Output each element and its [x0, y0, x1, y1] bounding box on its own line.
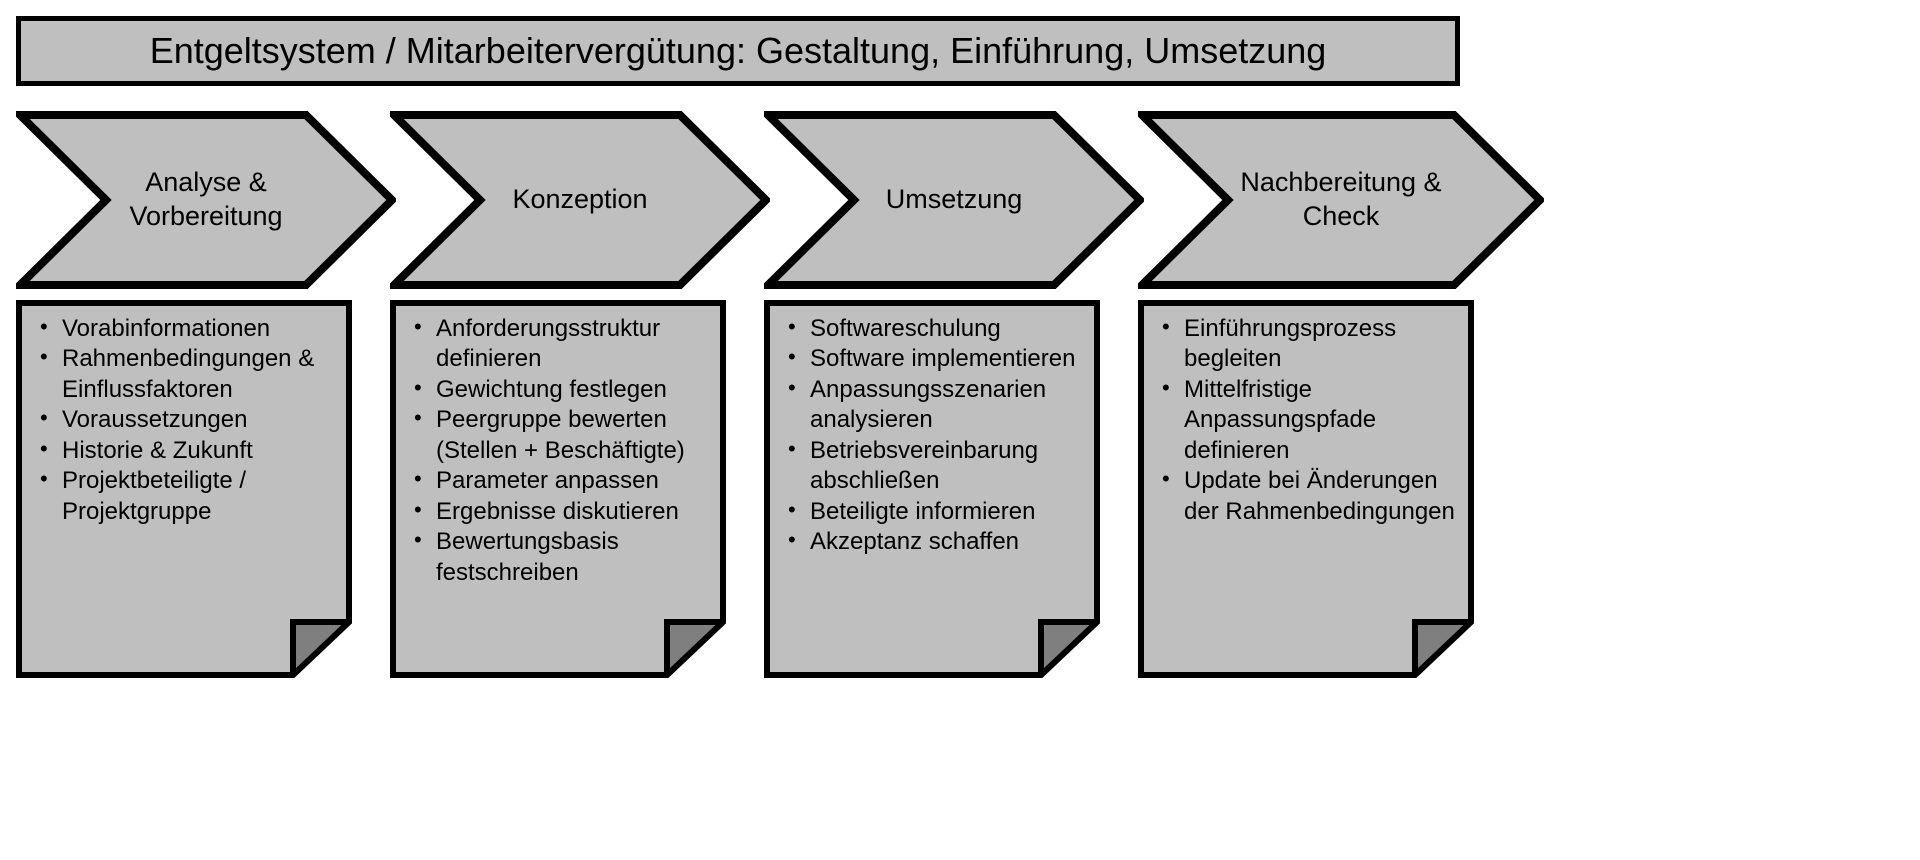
phase-card-4[interactable]: Einführungsprozess begleiten Mittelfrist…: [1138, 300, 1474, 678]
phase-chevron-row: Analyse & Vorbereitung Konzeption: [16, 110, 1544, 290]
phase-card-1[interactable]: Vorabinformationen Rahmenbedingungen & E…: [16, 300, 352, 678]
phase-card-2-bullets: Anforderungsstruktur definieren Gewichtu…: [408, 314, 712, 668]
phase-card-3[interactable]: Softwareschulung Software implementieren…: [764, 300, 1100, 678]
phase-chevron-3[interactable]: Umsetzung: [764, 110, 1144, 290]
chevron-shape-icon: [764, 111, 1144, 289]
process-diagram: Entgeltsystem / Mitarbeitervergütung: Ge…: [0, 0, 1560, 700]
diagram-title-bar: Entgeltsystem / Mitarbeitervergütung: Ge…: [16, 16, 1460, 86]
list-item: Betriebsvereinbarung abschließen: [782, 435, 1086, 497]
phase-card-2[interactable]: Anforderungsstruktur definieren Gewichtu…: [390, 300, 726, 678]
list-item: Bewertungsbasis festschreiben: [408, 526, 712, 588]
list-item: Rahmenbedingungen & Einflussfaktoren: [34, 343, 338, 405]
phase-detail-cards-row: Vorabinformationen Rahmenbedingungen & E…: [0, 300, 1560, 690]
chevron-shape-icon: [390, 111, 770, 289]
list-item: Anpassungsszenarien analysieren: [782, 374, 1086, 436]
list-item: Parameter anpassen: [408, 465, 712, 496]
list-item: Beteiligte informieren: [782, 496, 1086, 527]
list-item: Projektbeteiligte / Projektgruppe: [34, 465, 338, 527]
list-item: Software implementieren: [782, 343, 1086, 374]
list-item: Ergebnisse diskutieren: [408, 496, 712, 527]
phase-card-1-bullets: Vorabinformationen Rahmenbedingungen & E…: [34, 314, 338, 668]
list-item: Vorabinformationen: [34, 314, 338, 344]
chevron-shape-icon: [1138, 111, 1544, 289]
list-item: Akzeptanz schaffen: [782, 526, 1086, 557]
phase-chevron-2[interactable]: Konzeption: [390, 110, 770, 290]
list-item: Einführungsprozess begleiten: [1156, 314, 1460, 375]
list-item: Voraussetzungen: [34, 404, 338, 435]
list-item: Softwareschulung: [782, 314, 1086, 344]
list-item: Update bei Änderungen der Rahmenbedingun…: [1156, 465, 1460, 527]
phase-card-3-bullets: Softwareschulung Software implementieren…: [782, 314, 1086, 668]
phase-chevron-4[interactable]: Nachbereitung & Check: [1138, 110, 1544, 290]
list-item: Historie & Zukunft: [34, 435, 338, 466]
list-item: Peergruppe bewerten (Stellen + Beschäfti…: [408, 404, 712, 466]
page-title: Entgeltsystem / Mitarbeitervergütung: Ge…: [149, 30, 1327, 72]
phase-chevron-1[interactable]: Analyse & Vorbereitung: [16, 110, 396, 290]
list-item: Mittelfristige Anpassungspfade definiere…: [1156, 374, 1460, 466]
chevron-shape-icon: [16, 111, 396, 289]
list-item: Anforderungsstruktur definieren: [408, 314, 712, 375]
phase-card-4-bullets: Einführungsprozess begleiten Mittelfrist…: [1156, 314, 1460, 668]
list-item: Gewichtung festlegen: [408, 374, 712, 405]
